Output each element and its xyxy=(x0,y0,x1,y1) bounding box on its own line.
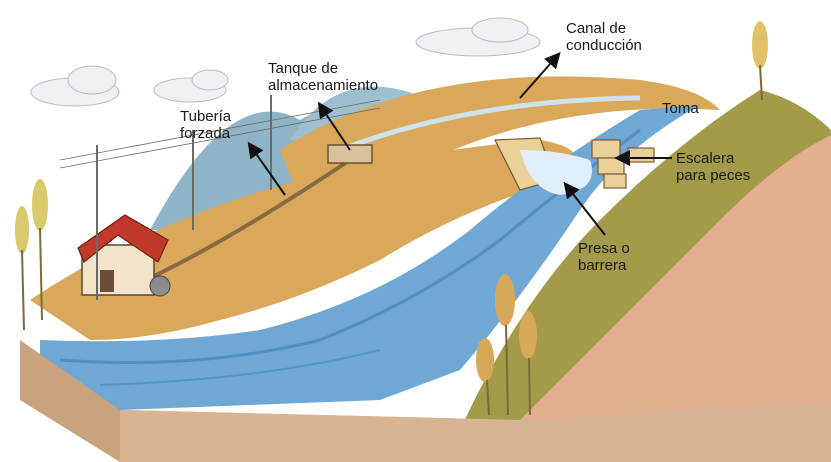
tank xyxy=(328,145,372,163)
label-escalera: Escalera para peces xyxy=(676,150,750,184)
label-tuberia: Tubería forzada xyxy=(180,108,231,142)
label-toma: Toma xyxy=(662,100,699,117)
label-presa: Presa o barrera xyxy=(578,240,630,274)
label-tanque: Tanque de almacenamiento xyxy=(268,60,378,94)
label-canal: Canal de conducción xyxy=(566,20,642,54)
